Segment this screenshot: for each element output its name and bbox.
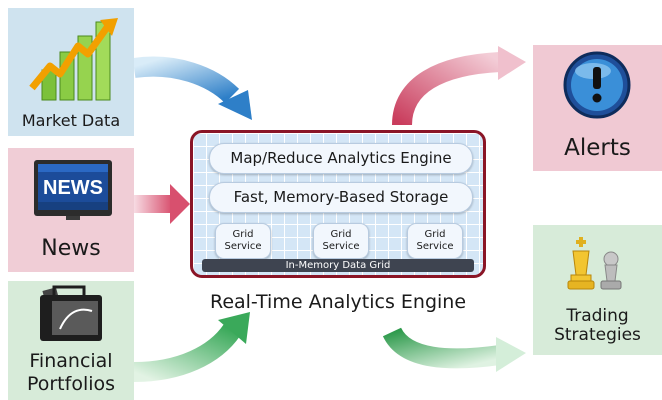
grid-service-1-line2: Service [224,241,262,252]
market-data-label: Market Data [21,111,121,130]
grid-service-3-line2: Service [416,241,454,252]
chess-pieces-icon [567,237,622,290]
news-logo-text: NEWS [43,177,103,199]
grid-service-2-line2: Service [322,241,360,252]
rising-bar-chart-icon [29,18,118,101]
exclamation-icon [563,51,631,119]
trading-strategies-label: Trading Strategies [533,307,662,345]
financial-portfolios-label-line1: Financial [29,350,113,372]
arrow-market-to-engine [132,56,252,120]
briefcase-icon [40,285,102,341]
map-reduce-layer: Map/Reduce Analytics Engine [209,143,473,174]
arrow-news-to-engine [134,184,190,224]
grid-service-1-line1: Grid [232,229,254,240]
news-tv-icon: NEWS [34,160,112,220]
memory-storage-layer: Fast, Memory-Based Storage [209,182,473,213]
grid-service-3-line1: Grid [424,229,446,240]
financial-portfolios-label: Financial Portfolios [8,350,134,396]
trading-strategies-label-line2: Strategies [554,325,641,345]
in-memory-data-grid-bar: In-Memory Data Grid [202,259,474,272]
financial-portfolios-source: Financial Portfolios [8,281,134,400]
trading-strategies-label-line1: Trading [566,306,629,326]
trading-strategies-output: Trading Strategies [533,225,662,355]
grid-service-2-line1: Grid [330,229,352,240]
alerts-label: Alerts [564,135,631,161]
financial-portfolios-label-line2: Portfolios [26,373,116,395]
arrow-engine-to-trading [382,326,526,372]
alerts-output: Alerts [533,45,662,171]
news-label: News [41,236,101,261]
analytics-engine-panel: Map/Reduce Analytics Engine Fast, Memory… [190,130,486,278]
news-source: NEWS News [8,148,134,272]
market-data-source: Market Data [8,8,134,136]
arrow-engine-to-alerts [392,46,526,126]
engine-title: Real-Time Analytics Engine [209,291,467,313]
arrow-portfolios-to-engine [133,312,250,382]
